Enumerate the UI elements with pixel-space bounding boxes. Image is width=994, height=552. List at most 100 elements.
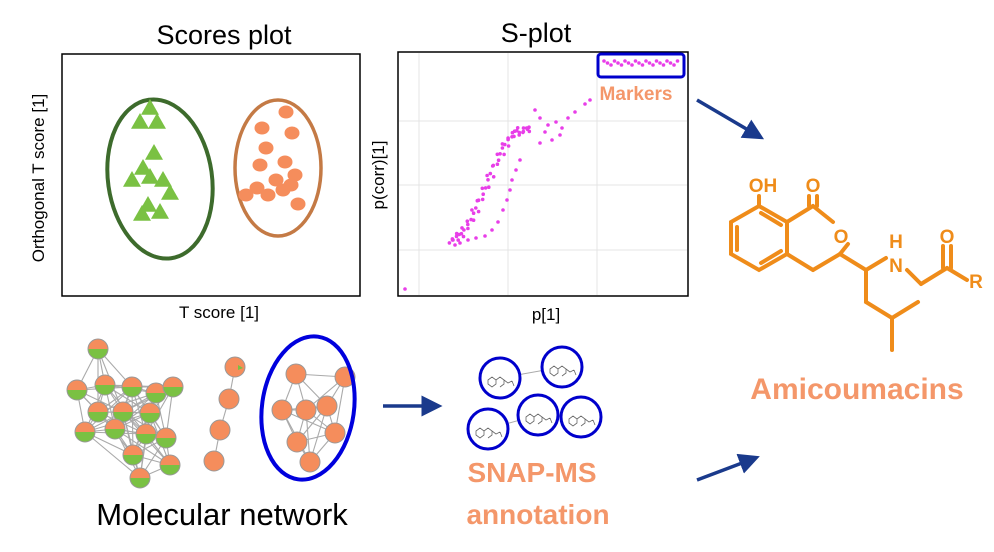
atom-oh: OH xyxy=(749,176,778,197)
s-plot-gridlines xyxy=(399,53,687,295)
orange-dot-marker xyxy=(287,168,303,182)
s-plot-point xyxy=(514,168,518,172)
network-node-mixed xyxy=(129,467,151,489)
markers-label: Markers xyxy=(600,84,673,105)
s-plot-point xyxy=(506,144,511,148)
s-plot-point xyxy=(605,61,610,65)
s-plot-point xyxy=(466,226,470,231)
s-plot-point xyxy=(454,231,459,236)
s-plot-point xyxy=(644,59,648,63)
s-plot-point xyxy=(462,228,466,232)
orange-dot-marker xyxy=(252,158,268,172)
network-node-mixed xyxy=(66,379,88,401)
s-plot-point xyxy=(481,192,486,196)
network-label: Molecular network xyxy=(96,497,348,532)
s-plot-xlabel: p[1] xyxy=(532,305,560,324)
s-plot-point xyxy=(543,130,547,134)
s-plot-point xyxy=(518,158,522,162)
snap-ms-cluster-circle xyxy=(516,393,560,437)
s-plot-point xyxy=(471,218,476,222)
s-plot-point xyxy=(491,175,496,179)
benzene-double-bond-2 xyxy=(759,249,783,265)
markers-box xyxy=(596,52,686,79)
network-edge xyxy=(84,431,141,479)
atom-r: R xyxy=(969,272,983,293)
network-node-orange xyxy=(271,399,293,421)
s-plot-point xyxy=(480,186,485,191)
orange-dot-marker xyxy=(238,188,254,202)
c3-c4-bond xyxy=(811,252,842,272)
s-plot-point xyxy=(498,152,502,156)
s-plot-point xyxy=(647,61,652,65)
orange-dot-marker xyxy=(268,173,284,187)
s-plot-point xyxy=(675,59,680,63)
s-plot-point xyxy=(546,123,550,127)
atom-o-carbonyl: O xyxy=(806,176,821,197)
s-plot-point xyxy=(658,61,662,65)
s-plot-point xyxy=(517,130,522,135)
network-node-mixed xyxy=(74,421,96,443)
s-plot-point xyxy=(470,208,474,212)
s-plot-point xyxy=(476,198,481,202)
network-edge xyxy=(114,428,171,466)
network-node-mixed xyxy=(122,444,144,466)
ch2-c-bond xyxy=(919,266,949,286)
s-plot-point xyxy=(466,238,470,242)
c3-c1prime-bond xyxy=(838,252,868,272)
flow-arrows xyxy=(383,98,765,482)
green-group-ellipse xyxy=(105,97,215,261)
s-plot-point xyxy=(465,219,470,223)
s-plot-point xyxy=(612,59,617,63)
c1-o-bond xyxy=(811,204,835,224)
green-triangle-marker xyxy=(134,159,152,175)
orange-dot-marker xyxy=(275,183,291,197)
benzene-double-bond-3 xyxy=(759,211,783,227)
green-triangle-marker xyxy=(151,203,169,219)
network-node-mixed xyxy=(87,401,109,423)
atom-o-amide: O xyxy=(940,227,955,248)
s-plot: S-plot Markers p[1] p(corr)[1] xyxy=(369,18,689,324)
s-plot-point xyxy=(466,222,470,227)
s-plot-point xyxy=(566,116,570,120)
green-group-points xyxy=(123,99,179,221)
s-plot-point xyxy=(508,188,512,192)
c4-c4a-bond xyxy=(785,252,815,272)
amicoumacin-structure xyxy=(729,194,969,352)
s-plot-point xyxy=(474,206,478,210)
s-plot-point xyxy=(456,238,461,242)
s-plot-point xyxy=(640,63,645,67)
scores-plot-ylabel: Orthogonal T score [1] xyxy=(29,94,48,263)
s-plot-point xyxy=(521,130,525,135)
network-node-orange xyxy=(286,431,308,453)
scores-plot: Scores plot T score [1] Orthogonal T sco… xyxy=(29,20,361,322)
atom-h: H xyxy=(889,232,903,253)
benzene-ring xyxy=(729,203,789,273)
s-plot-point xyxy=(403,287,407,291)
network-node-mixed xyxy=(94,374,116,396)
ch-ch3a-bond xyxy=(890,300,920,320)
arrow-splot-to-molecule xyxy=(696,98,765,140)
green-triangle-marker xyxy=(131,113,149,129)
s-plot-point xyxy=(550,138,554,142)
arrow-snapms-to-molecule xyxy=(696,453,760,482)
s-plot-point xyxy=(491,163,496,168)
s-plot-point xyxy=(515,126,520,130)
atom-o-ring: O xyxy=(834,227,849,248)
s-plot-point xyxy=(453,243,457,247)
snap-ms-cluster-circle xyxy=(478,356,522,400)
s-plot-point xyxy=(500,146,505,150)
snap-ms-label-line1: SNAP-MS xyxy=(467,457,596,488)
molecule-atom-labels: OH O O H N O R xyxy=(749,176,983,293)
s-plot-point xyxy=(630,63,634,67)
s-plot-title: S-plot xyxy=(501,18,572,48)
orange-dot-marker xyxy=(277,155,293,169)
s-plot-points xyxy=(403,59,680,291)
s-plot-point xyxy=(501,208,505,212)
s-plot-point xyxy=(486,178,490,182)
molecule-name: Amicoumacins xyxy=(750,373,963,406)
o-c3-bond xyxy=(838,242,850,256)
orange-dot-marker xyxy=(290,197,306,211)
s-plot-point xyxy=(505,198,509,202)
s-plot-point xyxy=(668,61,673,65)
network-node-mixed xyxy=(139,402,161,424)
